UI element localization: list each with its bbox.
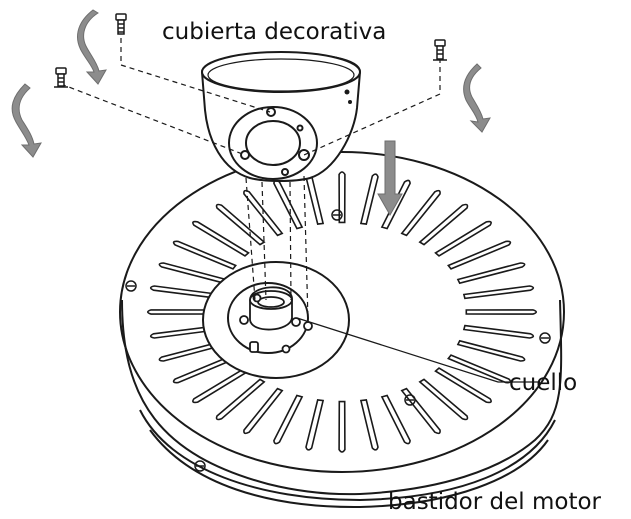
vent-slot [462,285,535,300]
screw-icon [115,13,127,35]
vent-slot [305,399,325,451]
housing-bottom-rim-2 [149,429,549,509]
vent-slot [380,394,411,445]
vent-slot [400,387,441,435]
vent-slot [146,309,219,315]
cover-inner-rim [207,58,355,92]
rotate-arrow-icon [77,9,107,85]
screw-icon [125,280,137,292]
decorative-cover [200,51,362,182]
down-arrow-icon [377,140,403,217]
rotate-arrow-icon [463,63,491,133]
screw-icon [433,39,447,61]
vent-slot [456,339,526,362]
vent-slot [462,324,535,339]
collar-bolt [291,317,301,327]
vent-slot [418,378,469,421]
vent-slot [359,399,379,451]
vent-slot [338,171,346,224]
cover-side-holes [344,89,352,104]
vent-slot [172,240,237,270]
dashed-guides [60,38,441,321]
vent-slot [465,309,538,315]
vent-slot [215,203,266,246]
rotate-arrow-icon [11,83,42,158]
collar-bolt [303,321,313,331]
vent-slot [172,354,237,384]
vent-slot [243,387,284,435]
vent-slot [149,285,222,300]
cover-label: cubierta decorativa [162,19,386,45]
housing-label: bastidor del motor [388,489,602,515]
vent-slots [146,171,538,453]
vent-slot [380,179,411,230]
vent-slot [149,324,222,339]
vent-slot [338,400,346,453]
vent-slot [359,173,379,225]
vent-slot [273,179,304,230]
collar [239,286,313,354]
vent-slot [273,394,304,445]
vent-slot [447,240,512,270]
vent-slot [456,262,526,285]
vent-slot [243,189,284,237]
screw-icon [539,332,551,344]
housing-side [121,299,563,496]
screw-icon [54,67,68,88]
housing-bottom-rim [139,409,556,502]
vent-slot [434,367,492,404]
vent-slot [192,220,250,257]
housing-top-plate [119,151,565,473]
vent-slot [434,220,492,257]
housing-screws [125,209,551,472]
cover-center-hole [245,120,301,166]
vent-slot [215,378,266,421]
collar-label: cuello [509,370,577,396]
motor-housing [119,151,565,509]
vent-slot [192,367,250,404]
collar-bolt [239,315,249,325]
screw-icon [404,394,416,406]
vent-slot [158,262,228,285]
vent-slot [158,339,228,362]
screw-icon [194,460,206,472]
screw-icon [331,209,343,221]
collar-leader [296,317,540,383]
vent-slot [418,203,469,246]
vent-slot [305,173,325,225]
vent-slot [400,189,441,237]
